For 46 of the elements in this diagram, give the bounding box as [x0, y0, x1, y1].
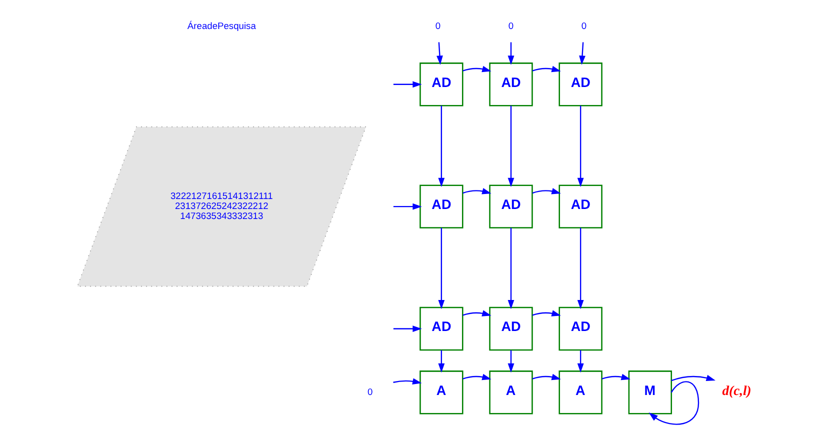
node-box: AD [558, 306, 602, 351]
node-box: AD [419, 306, 463, 351]
arrow [507, 228, 514, 310]
node-box: AD [558, 184, 602, 228]
arrow [532, 188, 560, 194]
node-box: AD [419, 184, 463, 228]
arrow [436, 42, 442, 65]
arrow [462, 374, 491, 380]
node-box: A [419, 370, 463, 414]
node-box: A [558, 370, 602, 414]
arrow [462, 66, 491, 72]
arrow [462, 310, 491, 316]
arrow [507, 42, 514, 65]
arrow [507, 350, 514, 373]
arrow [392, 326, 422, 332]
arrow [462, 188, 491, 194]
arrow [507, 106, 514, 187]
arrow [532, 374, 560, 380]
node-text: 0 [367, 386, 372, 397]
node-text: 0 [580, 21, 586, 32]
node-box: AD [558, 62, 602, 106]
node-text: d(c,l) [722, 382, 751, 398]
arrow [392, 378, 422, 384]
node-box: AD [488, 306, 532, 351]
arrow [392, 203, 422, 210]
arrow [532, 310, 560, 316]
arrow [532, 66, 560, 72]
label: ÁreadePesquisa [186, 21, 256, 32]
arrow [648, 381, 699, 425]
arrow [392, 81, 422, 88]
node-box: AD [419, 62, 463, 106]
arrow [438, 228, 444, 310]
node-text: 0 [508, 21, 514, 32]
arrow [601, 374, 630, 380]
arrow [578, 42, 585, 65]
arrow [576, 350, 584, 373]
node-box: M [628, 370, 672, 414]
arrow [576, 106, 584, 187]
arrow [576, 228, 584, 310]
arrow [670, 374, 715, 382]
node-box: A [488, 370, 532, 414]
node-text: 0 [434, 21, 440, 32]
node-box: AD [488, 184, 532, 228]
arrow [438, 106, 444, 187]
arrow [438, 350, 444, 373]
node-box: AD [488, 62, 532, 106]
